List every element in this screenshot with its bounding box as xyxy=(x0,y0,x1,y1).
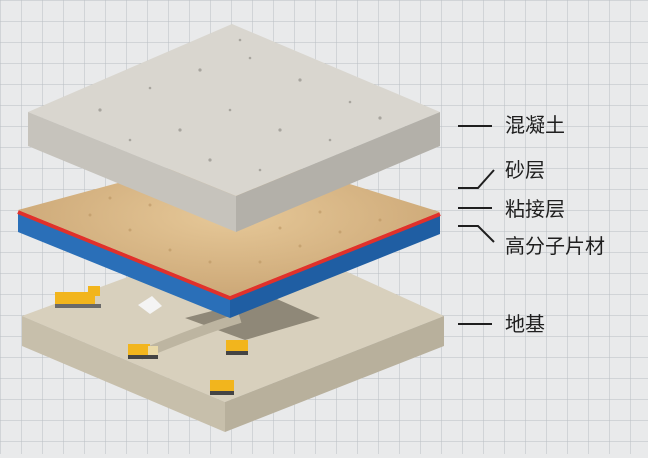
loader-icon xyxy=(210,380,234,395)
concrete-slab xyxy=(28,24,440,232)
label-ground: 地基 xyxy=(505,312,545,336)
concrete-left-face xyxy=(28,112,236,232)
excavator-icon xyxy=(226,340,248,355)
dump-truck-icon xyxy=(128,344,158,359)
membrane-right-side xyxy=(230,214,440,318)
concrete-top-face xyxy=(28,24,440,196)
crane-truck-icon xyxy=(55,286,101,308)
leader-lines xyxy=(458,125,495,325)
membrane-left-side xyxy=(18,212,230,318)
ground-right-face xyxy=(225,316,444,432)
adhesive-edge xyxy=(17,210,441,301)
tent-icon xyxy=(138,296,162,314)
label-adhesive: 粘接层 xyxy=(505,197,565,221)
leader-membrane xyxy=(458,225,495,243)
concrete-texture xyxy=(98,38,382,172)
concrete-right-face xyxy=(236,112,440,232)
ground-left-face xyxy=(22,316,225,432)
leader-sand xyxy=(458,169,495,189)
label-sand: 砂层 xyxy=(505,158,545,182)
label-concrete: 混凝土 xyxy=(505,113,565,137)
label-membrane: 高分子片材 xyxy=(505,234,605,258)
